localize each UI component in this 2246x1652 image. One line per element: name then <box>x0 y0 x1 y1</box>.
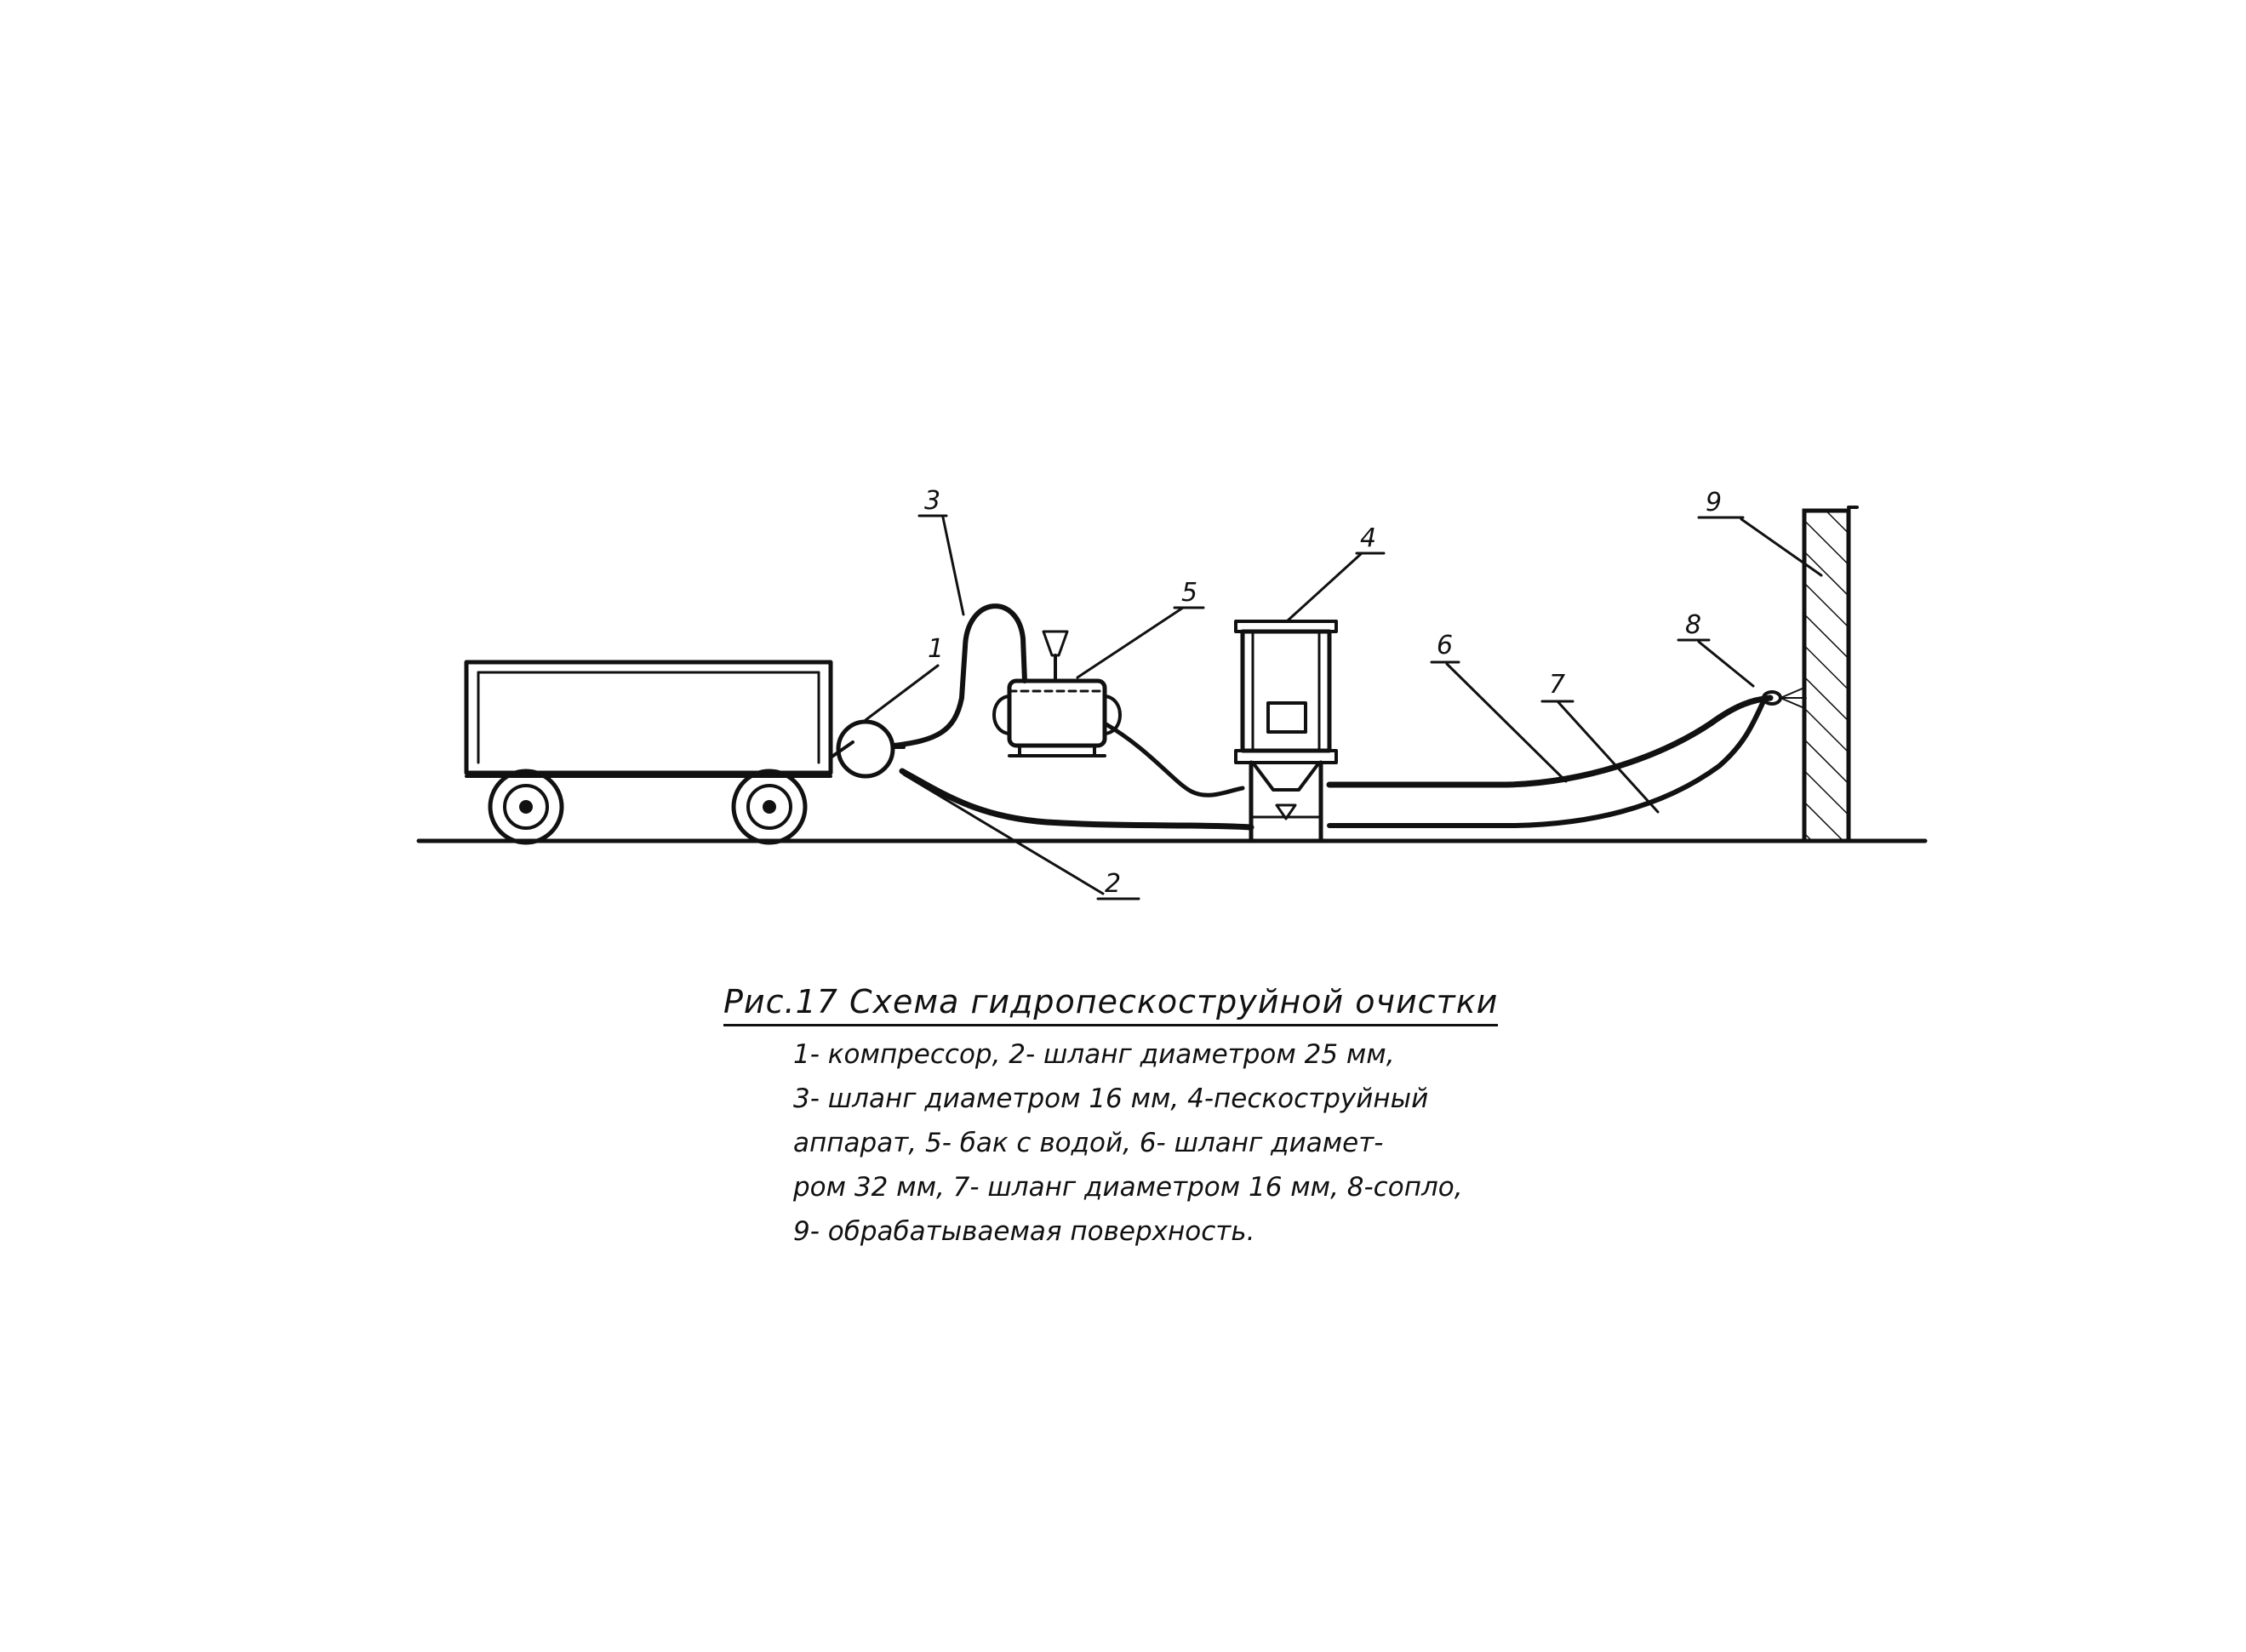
legend-line: аппарат, 5- бак с водой, 6- шланг диамет… <box>793 1128 1384 1158</box>
hose-16mm-loop <box>891 603 1027 748</box>
water-tank <box>992 630 1122 757</box>
callout-6: 6 <box>1437 631 1453 660</box>
hose-25mm <box>899 768 1254 831</box>
figure-legend: 1- компрессор, 2- шланг диаметром 25 мм,… <box>723 1032 1745 1254</box>
treated-surface <box>1802 506 1859 843</box>
leader-line-4 <box>1285 552 1363 623</box>
legend-line: 9- обрабатываемая поверхность. <box>793 1216 1255 1247</box>
leader-line-2 <box>902 773 1105 895</box>
legend-line: 1- компрессор, 2- шланг диаметром 25 мм, <box>793 1039 1395 1070</box>
trailer-wheel-right <box>731 769 808 845</box>
trailer <box>464 660 854 845</box>
leader-line-7 <box>1556 700 1660 814</box>
callout-9: 9 <box>1706 488 1722 517</box>
leader-line-3 <box>941 516 965 616</box>
leader-line-5 <box>1076 606 1185 679</box>
callout-3: 3 <box>924 486 940 516</box>
leader-line-8 <box>1697 640 1755 688</box>
hose-water-line <box>1102 721 1245 797</box>
leader-line-1 <box>864 664 940 722</box>
trailer-wheel-left <box>488 769 564 845</box>
callout-5: 5 <box>1181 578 1197 608</box>
compressor <box>836 719 906 779</box>
legend-line: 3- шланг диаметром 16 мм, 4-пескоструйны… <box>793 1083 1429 1114</box>
legend-line: ром 32 мм, 7- шланг диаметром 16 мм, 8-с… <box>793 1172 1463 1203</box>
hose-32mm <box>1326 695 1774 788</box>
leader-line-6 <box>1445 662 1568 783</box>
figure-caption-block: Рис.17 Схема гидропескоструйной очистки … <box>723 983 1745 1254</box>
hose-16mm <box>1327 699 1766 828</box>
callout-4: 4 <box>1360 523 1376 553</box>
figure-caption: Рис.17 Схема гидропескоструйной очистки <box>723 983 1745 1026</box>
sandblasting-apparatus <box>1234 620 1338 842</box>
leader-line-9 <box>1740 517 1823 577</box>
callout-8: 8 <box>1685 610 1701 640</box>
figure-caption-text: Рис.17 Схема гидропескоструйной очистки <box>723 983 1499 1026</box>
callout-2: 2 <box>1105 869 1121 899</box>
callout-1: 1 <box>928 634 944 664</box>
nozzle <box>1762 687 1807 709</box>
callout-7: 7 <box>1549 670 1565 700</box>
